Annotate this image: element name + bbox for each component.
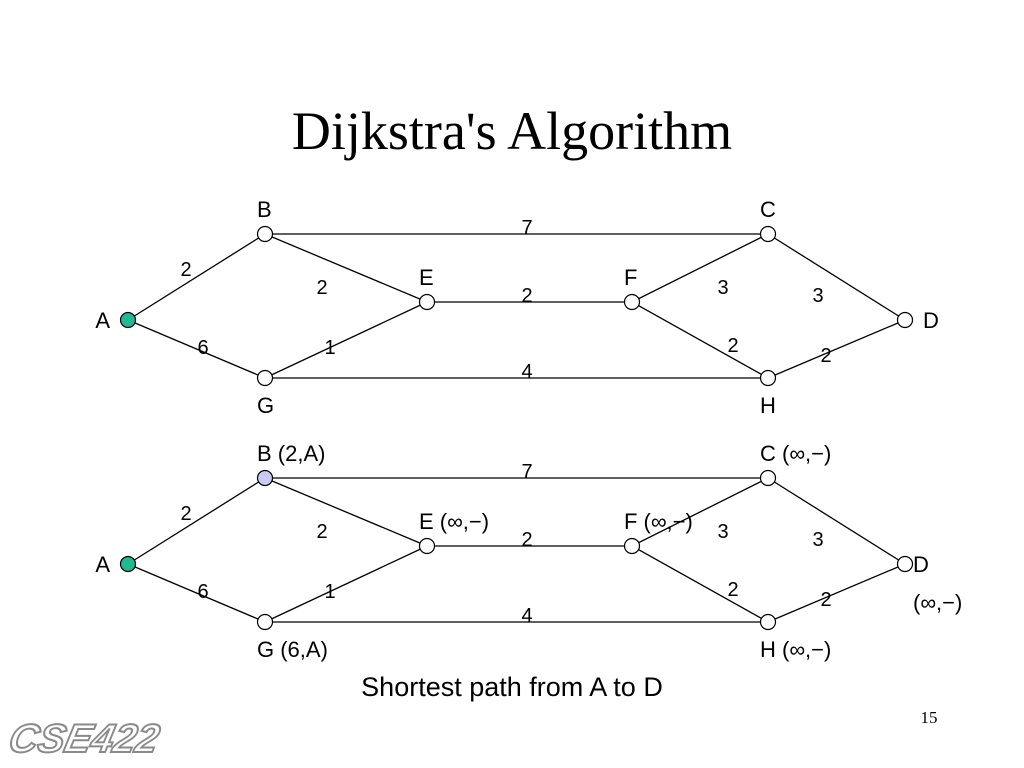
top-weight-b-e: 2	[316, 277, 327, 299]
bottom-weight-f-c: 3	[717, 521, 728, 543]
bottom-weight-b-c: 7	[521, 461, 532, 483]
top-node-c	[759, 225, 777, 243]
top-node-label-e: E	[419, 265, 434, 290]
top-weight-c-d: 3	[812, 285, 823, 307]
top-node-g	[256, 369, 274, 387]
top-node-label-h: H	[760, 393, 776, 418]
top-edge-h-d	[767, 319, 906, 379]
bottom-edge-f-c	[631, 477, 769, 547]
top-edge-a-b	[127, 233, 266, 321]
svg-text:CSE422: CSE422	[5, 715, 164, 760]
bottom-edge-a-g	[127, 563, 266, 623]
top-edge-b-e	[264, 233, 428, 303]
top-edge-a-g	[127, 319, 266, 379]
bottom-node-label-e: E (∞,−)	[419, 509, 489, 534]
top-edge-f-c	[631, 233, 769, 303]
bottom-node-label-f: F (∞,−)	[624, 509, 693, 534]
top-weight-f-h: 2	[727, 335, 738, 357]
bottom-weight-h-d: 2	[820, 589, 831, 611]
top-edge-g-e	[264, 301, 428, 379]
top-node-a	[119, 311, 137, 329]
slide-caption: Shortest path from A to D	[361, 672, 663, 702]
top-edge-f-h	[631, 301, 769, 379]
bottom-edge-f-h	[631, 545, 769, 623]
top-weight-b-c: 7	[521, 217, 532, 239]
top-node-label-b: B	[257, 197, 272, 222]
top-node-d	[896, 311, 914, 329]
bottom-node-label-b: B (2,A)	[257, 441, 325, 466]
top-node-f	[623, 293, 641, 311]
top-weight-g-e: 1	[324, 337, 335, 359]
top-node-b	[256, 225, 274, 243]
bottom-edge-c-d	[767, 477, 906, 565]
bottom-edge-h-d	[767, 563, 906, 623]
top-weight-f-c: 3	[717, 277, 728, 299]
top-node-e	[418, 293, 436, 311]
bottom-node-e	[418, 537, 436, 555]
bottom-node-f	[623, 537, 641, 555]
bottom-node-label2-d: (∞,−)	[913, 590, 962, 615]
top-node-label-g: G	[257, 393, 274, 418]
bottom-weight-e-f: 2	[521, 529, 532, 551]
bottom-node-d	[896, 555, 914, 573]
bottom-node-g	[256, 613, 274, 631]
bottom-edge-a-b	[127, 477, 266, 565]
bottom-weight-b-e: 2	[316, 521, 327, 543]
bottom-node-a	[119, 555, 137, 573]
bottom-edge-b-e	[264, 477, 428, 547]
bottom-node-label-h: H (∞,−)	[760, 637, 831, 662]
bottom-node-c	[759, 469, 777, 487]
top-weight-h-d: 2	[820, 345, 831, 367]
bottom-node-label-d: D	[913, 552, 929, 577]
bottom-node-h	[759, 613, 777, 631]
top-node-label-f: F	[624, 265, 637, 290]
bottom-edge-g-e	[264, 545, 428, 623]
top-node-label-c: C	[760, 197, 776, 222]
page-number: 15	[920, 708, 938, 727]
bottom-weight-f-h: 2	[727, 579, 738, 601]
top-weight-a-b: 2	[180, 259, 191, 281]
bottom-weight-a-b: 2	[180, 503, 191, 525]
top-node-label-d: D	[923, 308, 939, 333]
bottom-weight-g-h: 4	[521, 605, 532, 627]
bottom-node-label-g: G (6,A)	[257, 637, 328, 662]
top-node-label-a: A	[95, 308, 110, 333]
bottom-node-label-a: A	[95, 552, 110, 577]
bottom-node-label-c: C (∞,−)	[760, 441, 831, 466]
bottom-node-b	[256, 469, 274, 487]
top-weight-g-h: 4	[521, 361, 532, 383]
top-weight-a-g: 6	[197, 337, 208, 359]
bottom-weight-c-d: 3	[812, 529, 823, 551]
top-node-h	[759, 369, 777, 387]
slide-title: Dijkstra's Algorithm	[291, 101, 733, 161]
cse422-logo: CSE422	[4, 714, 165, 761]
bottom-weight-g-e: 1	[324, 581, 335, 603]
top-weight-e-f: 2	[521, 285, 532, 307]
top-edge-c-d	[767, 233, 906, 321]
bottom-weight-a-g: 6	[197, 581, 208, 603]
